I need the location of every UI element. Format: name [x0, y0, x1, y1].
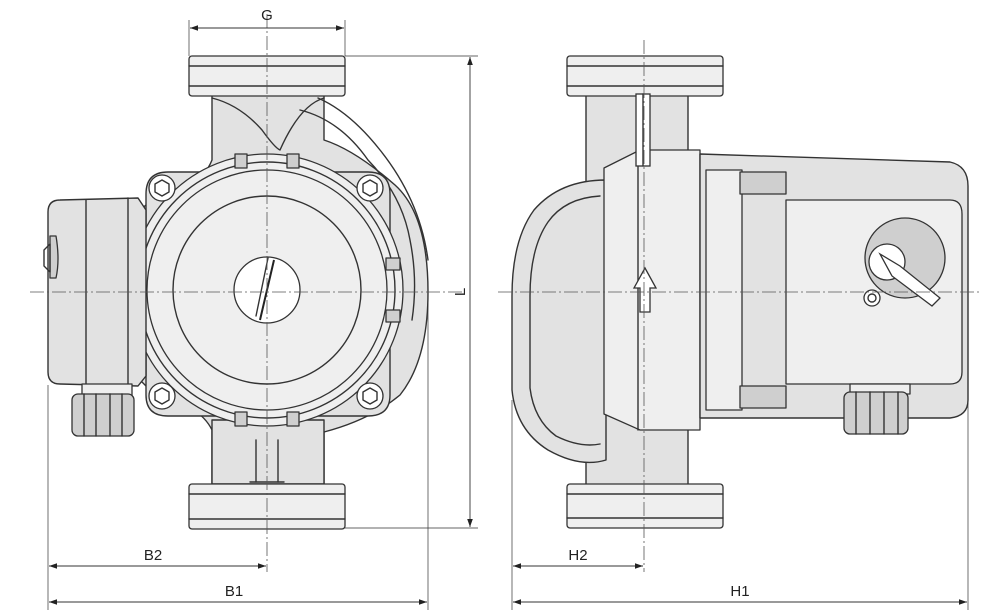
label-b1: B1 — [225, 583, 243, 600]
bottom-pipe — [211, 419, 325, 485]
speed-selector-knob-icon — [863, 217, 946, 307]
volute-inner-line — [211, 97, 325, 151]
screw-icon — [356, 382, 384, 410]
screw-icon — [148, 382, 176, 410]
label-l: L — [452, 288, 469, 296]
side-cable-gland — [843, 383, 911, 435]
side-body — [603, 149, 701, 431]
dimension-labels: G L B2 B1 H2 H1 — [144, 7, 750, 600]
dimension-lines — [47, 20, 969, 610]
volute-curve-outer — [317, 97, 429, 261]
side-volute — [511, 179, 607, 464]
label-b2: B2 — [144, 547, 162, 564]
label-h2: H2 — [568, 547, 587, 564]
side-top-flange — [566, 55, 724, 97]
label-h1: H1 — [730, 583, 749, 600]
screw-icon — [148, 174, 176, 202]
cable-gland — [71, 383, 135, 437]
volute-curve — [299, 109, 416, 321]
side-view — [498, 40, 982, 572]
label-g: G — [261, 7, 273, 24]
front-view — [30, 14, 462, 572]
flow-arrow-icon — [632, 266, 658, 313]
screw-icon — [356, 174, 384, 202]
side-bottom-flange — [566, 483, 724, 529]
